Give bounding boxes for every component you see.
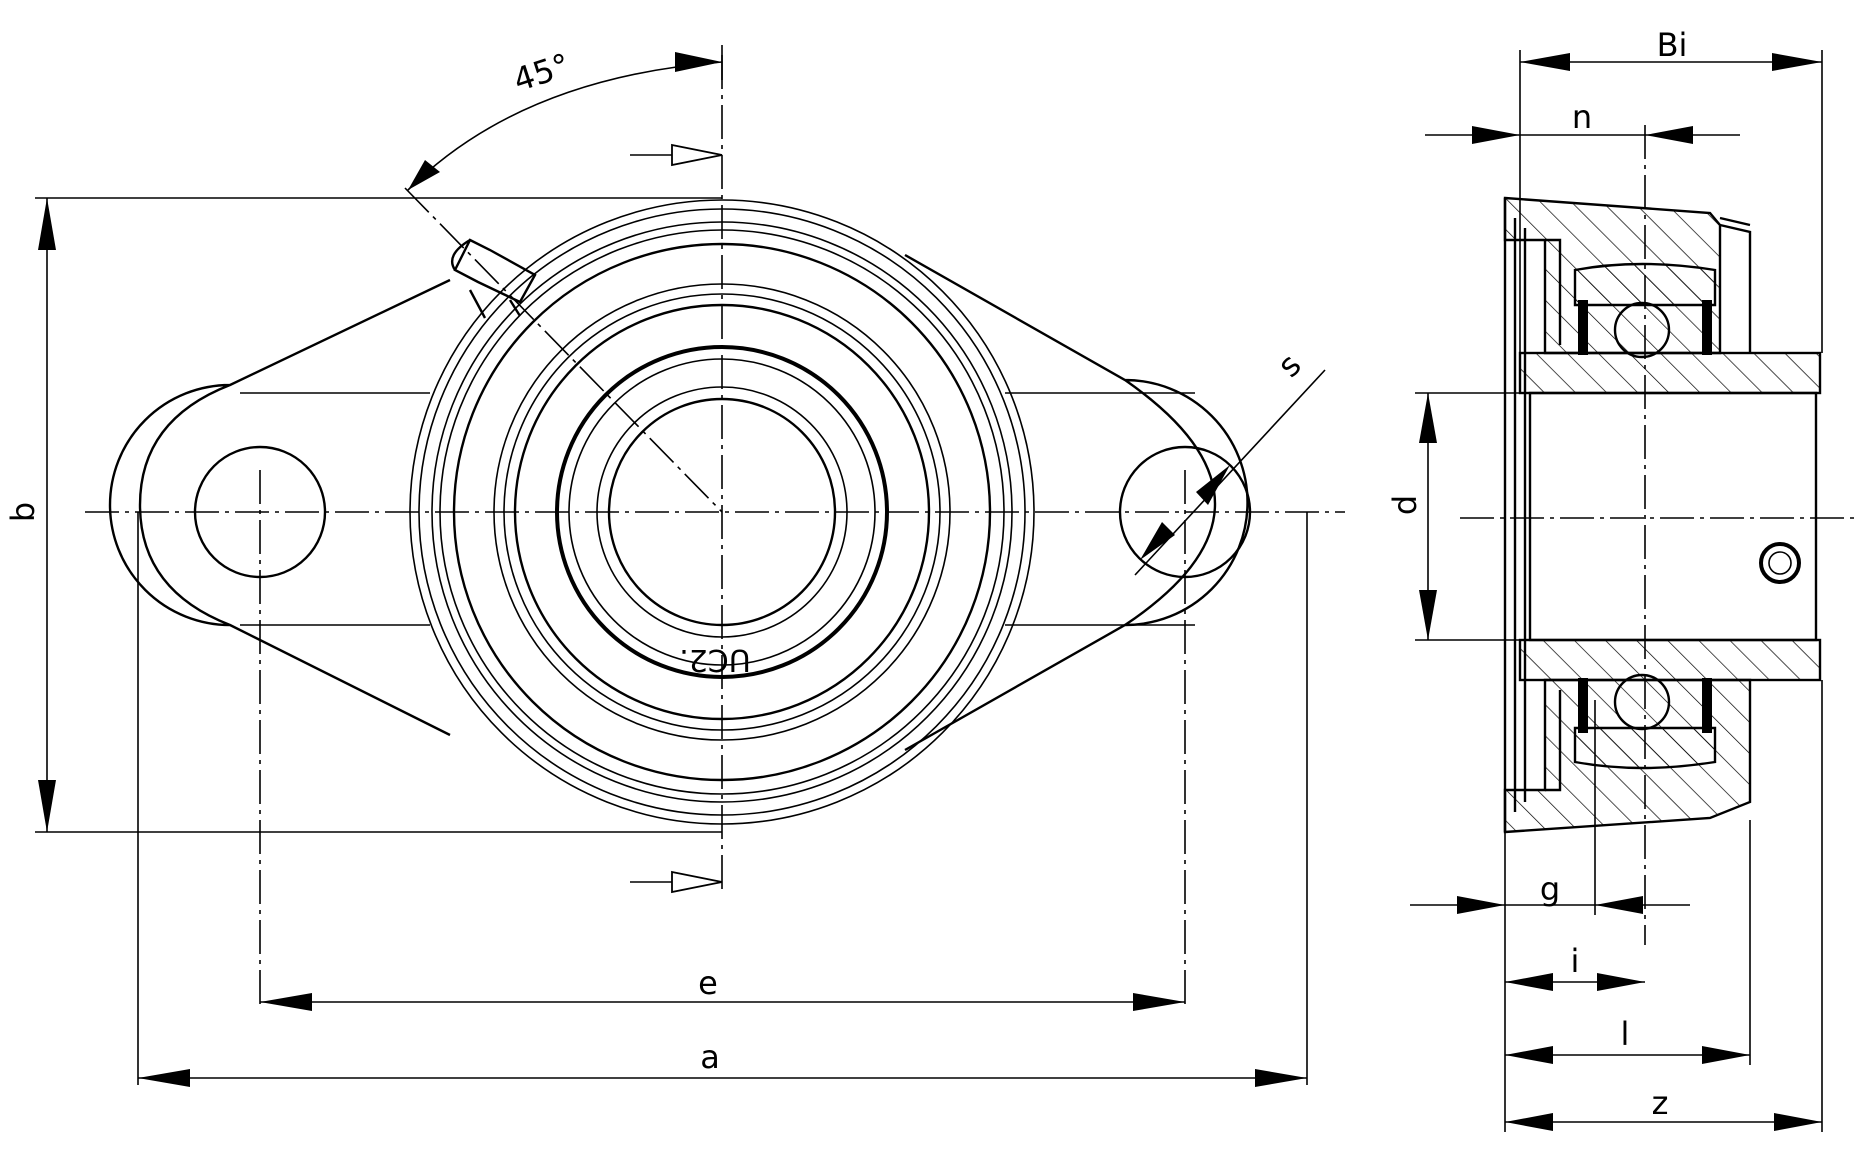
seal-top-right [1702, 300, 1712, 355]
side-section-view: Bi n d g i l z [1386, 26, 1860, 1132]
dimension-e-label: e [698, 964, 718, 1002]
set-screw-icon [1759, 542, 1801, 584]
dimension-Bi-label: Bi [1657, 26, 1688, 64]
dimension-s-label: s [1270, 346, 1309, 385]
dimension-b-label: b [4, 502, 42, 522]
ball-bottom-icon [1613, 673, 1671, 731]
dimension-s-line [1134, 369, 1326, 576]
dimension-l-label: l [1621, 1015, 1630, 1053]
seal-bottom-left [1578, 678, 1588, 733]
flange-outline [108, 253, 1249, 752]
angle-label: 45° [509, 46, 575, 100]
dimension-i-label: i [1571, 942, 1580, 980]
dimension-g-label: g [1540, 870, 1560, 908]
angle-arc [407, 61, 723, 191]
dimension-d-label: d [1386, 495, 1424, 515]
dimension-z-label: z [1652, 1084, 1669, 1122]
seal-bottom-right [1702, 678, 1712, 733]
dimension-n-label: n [1572, 98, 1592, 136]
inner-ring-top [1518, 351, 1822, 395]
grease-nipple-icon [450, 238, 537, 319]
bearing-marking: UC2. [679, 642, 751, 677]
dimension-a-label: a [700, 1038, 720, 1076]
ball-top-icon [1613, 301, 1671, 359]
front-view: UC2. 45° b e [4, 45, 1345, 1087]
inner-ring-bottom [1518, 638, 1822, 682]
seal-top-left [1578, 300, 1588, 355]
bore [1528, 391, 1818, 642]
